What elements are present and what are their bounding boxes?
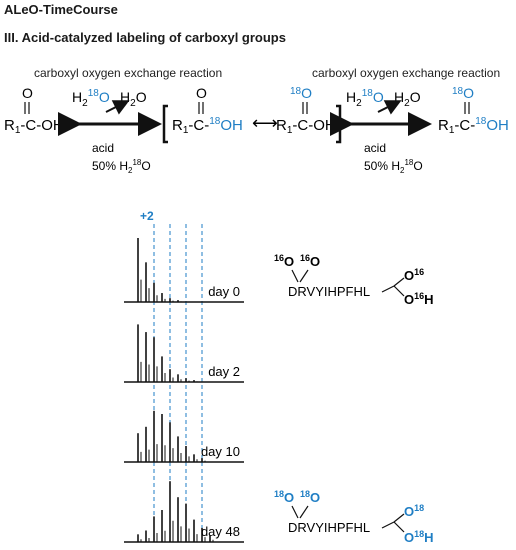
carbonyl-o-left: O bbox=[22, 85, 33, 101]
condition-acid-right: acid bbox=[364, 141, 386, 155]
o18-b: 18O bbox=[300, 489, 320, 505]
spectrum-day-label: day 2 bbox=[208, 364, 240, 379]
product-h2o-left: H2O bbox=[120, 89, 147, 109]
reagent-h218o-right: H218O bbox=[346, 88, 384, 109]
carbonyl-o-mid: O bbox=[196, 85, 207, 101]
o18-d: O18H bbox=[404, 529, 434, 545]
o18-c: O18 bbox=[404, 503, 424, 519]
reaction-scheme: O R1-C-OH H218O H2O acid 50% H218O O R1-… bbox=[4, 85, 509, 175]
plus-two-label: +2 bbox=[140, 209, 154, 223]
mass-spectra: +2 day 0 day 2 day 10 day 48 bbox=[124, 209, 244, 543]
carbonyl-18o-right: 18O bbox=[452, 85, 474, 101]
reagent-h218o-left: H218O bbox=[72, 88, 110, 109]
condition-pct-left: 50% H218O bbox=[92, 158, 151, 175]
reaction-caption-right: carboxyl oxygen exchange reaction bbox=[312, 66, 501, 80]
o16-b: 16O bbox=[300, 253, 320, 269]
o16-a: 16O bbox=[274, 253, 294, 269]
section-title: III. Acid-catalyzed labeling of carboxyl… bbox=[4, 30, 286, 45]
o18-a: 18O bbox=[274, 489, 294, 505]
condition-pct-right: 50% H218O bbox=[364, 158, 423, 175]
r1-left: R1-C-OH bbox=[4, 117, 64, 136]
peptide-seq-b: DRVYIHPFHL bbox=[288, 520, 370, 535]
product-h2o-right: H2O bbox=[394, 89, 421, 109]
carbonyl-18o-mid: 18O bbox=[290, 85, 312, 101]
page-title: ALeO-TimeCourse bbox=[4, 2, 118, 17]
o16-d: O16H bbox=[404, 291, 434, 307]
reaction-caption-left: carboxyl oxygen exchange reaction bbox=[34, 66, 223, 80]
peptide-seq-a: DRVYIHPFHL bbox=[288, 284, 370, 299]
spectrum-day-label: day 48 bbox=[201, 524, 240, 539]
o16-c: O16 bbox=[404, 267, 424, 283]
structure-labeled: 18O 18O DRVYIHPFHL O18 O18H bbox=[274, 489, 434, 545]
resonance-arrow: ⟷ bbox=[252, 113, 278, 133]
condition-acid-left: acid bbox=[92, 141, 114, 155]
intermediate-b: R1-C-OH bbox=[276, 117, 336, 136]
product-right: R1-C-18OH bbox=[438, 116, 509, 136]
spectrum-day-label: day 10 bbox=[201, 444, 240, 459]
spectrum-day-label: day 0 bbox=[208, 284, 240, 299]
structure-unlabeled: 16O 16O DRVYIHPFHL O16 O16H bbox=[274, 253, 434, 307]
intermediate-a: R1-C-18OH bbox=[172, 116, 243, 136]
